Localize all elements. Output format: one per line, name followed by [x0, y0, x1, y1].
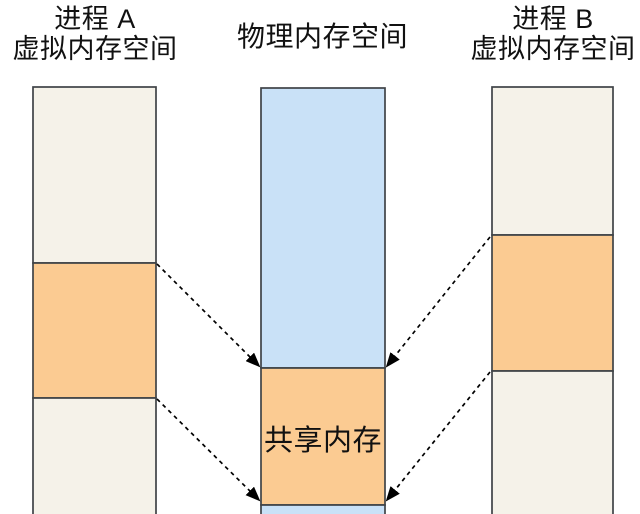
shared-memory-label: 共享内存 — [263, 425, 382, 457]
physical-memory-title-line1: 物理内存空间 — [237, 21, 409, 52]
process-b-title-line2: 虚拟内存空间 — [470, 34, 636, 64]
process-a-title-line2: 虚拟内存空间 — [12, 34, 178, 64]
physical-memory-segment-bottom — [260, 504, 386, 514]
process-b-column — [491, 86, 614, 514]
physical-memory-title: 物理内存空间 — [237, 21, 409, 52]
process-a-segment-bottom — [32, 397, 157, 514]
arrow-b-bottom-to-shared — [385, 371, 491, 502]
process-b-title: 进程 B 虚拟内存空间 — [468, 4, 638, 64]
arrow-a-bottom-to-shared — [156, 398, 261, 502]
process-a-segment-top — [32, 86, 157, 264]
process-a-segment-shared — [32, 262, 157, 399]
process-b-segment-bottom — [491, 370, 614, 514]
process-b-title-line1: 进程 B — [512, 4, 594, 34]
shared-memory-segment — [260, 367, 386, 506]
arrow-b-top-to-shared — [385, 236, 491, 368]
physical-memory-segment-top — [260, 87, 386, 369]
process-b-segment-top — [491, 86, 614, 236]
physical-memory-column — [260, 87, 386, 514]
process-a-title-line1: 进程 A — [54, 4, 136, 34]
mapping-arrows — [156, 236, 491, 502]
process-a-title: 进程 A 虚拟内存空间 — [10, 4, 180, 64]
process-b-segment-shared — [491, 234, 614, 372]
process-a-column — [32, 86, 157, 514]
arrow-a-top-to-shared — [156, 263, 261, 368]
